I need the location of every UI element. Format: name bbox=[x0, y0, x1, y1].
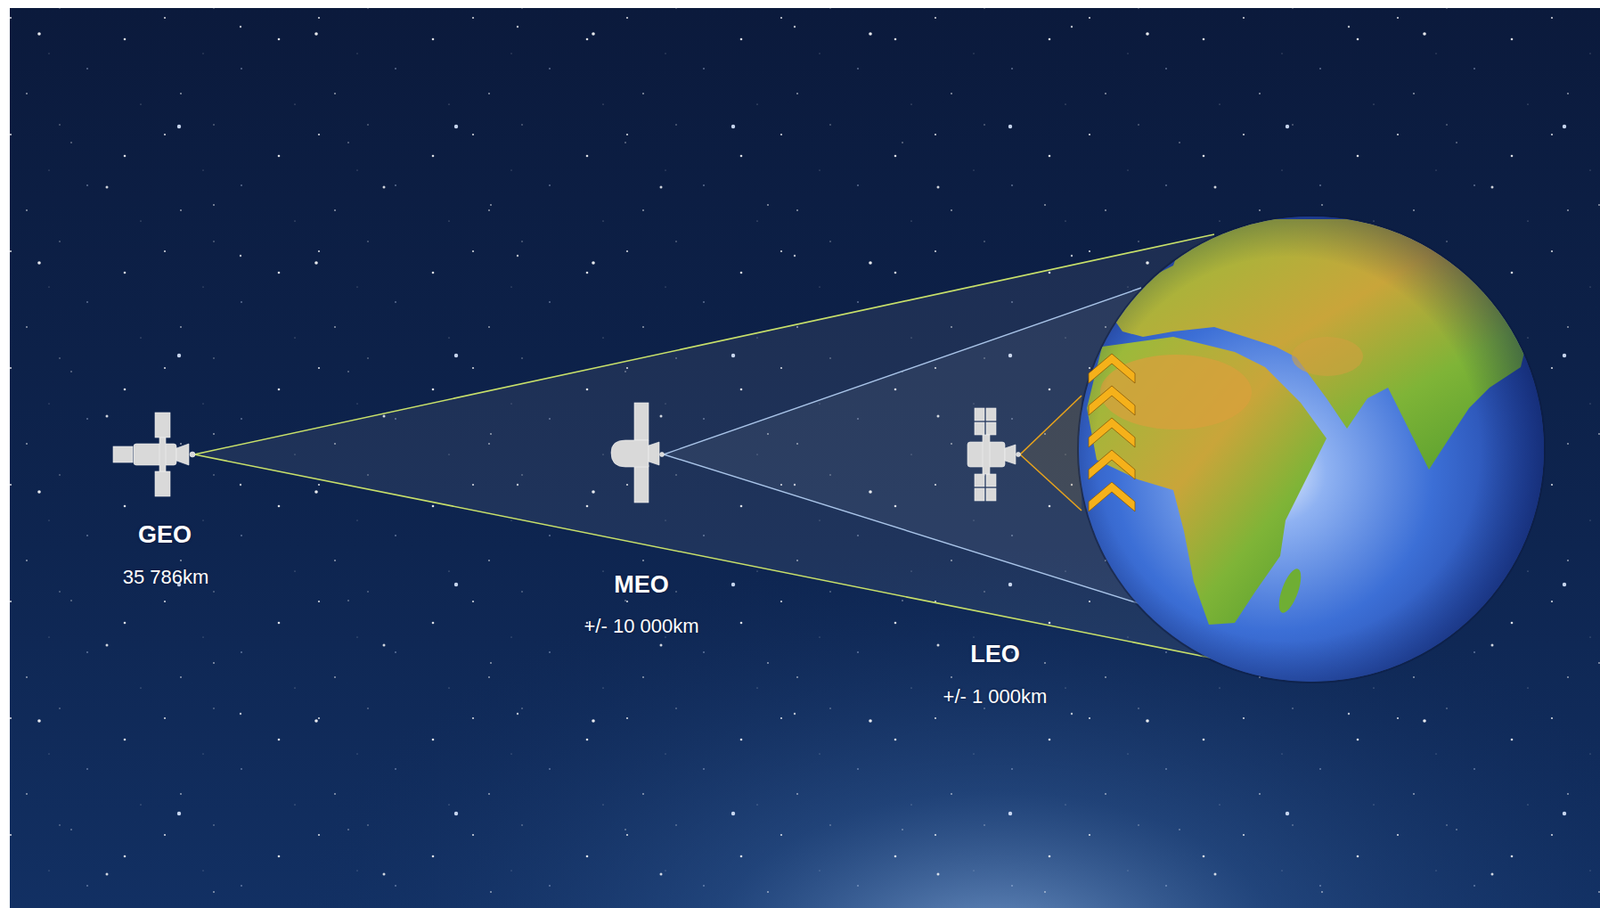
orbit-name: LEO bbox=[970, 641, 1021, 669]
orbit-altitude: +/- 1 000km bbox=[943, 685, 1048, 708]
orbit-altitude: +/- 10 000km bbox=[583, 615, 699, 637]
orbit-name: MEO bbox=[613, 571, 670, 599]
orbit-name: GEO bbox=[138, 522, 192, 549]
orbit-altitude: 35 786km bbox=[122, 566, 210, 588]
